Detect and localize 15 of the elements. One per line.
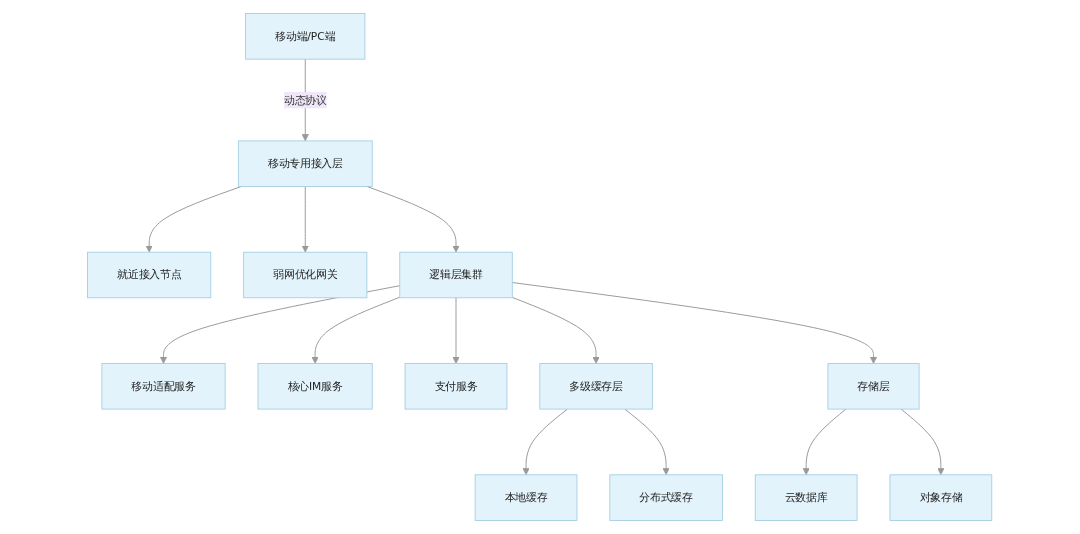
node-box: 就近接入节点 [87, 251, 212, 299]
node-box: 移动适配服务 [101, 363, 226, 410]
edge-label: 动态协议 [284, 93, 327, 106]
node-box: 分布式缓存 [609, 474, 724, 521]
node-box: 支付服务 [404, 363, 508, 410]
node-box: 移动端/PC端 [245, 13, 366, 60]
node-box: 对象存储 [889, 474, 993, 521]
node-box: 弱网优化网关 [243, 251, 368, 299]
node-box: 存储层 [827, 363, 920, 410]
node-box: 云数据库 [755, 474, 858, 521]
node-box: 逻辑层集群 [399, 251, 513, 299]
node-box: 核心IM服务 [257, 363, 373, 410]
node-box: 本地缓存 [475, 474, 578, 521]
node-box: 移动专用接入层 [238, 140, 373, 187]
node-box: 多级缓存层 [539, 363, 654, 410]
